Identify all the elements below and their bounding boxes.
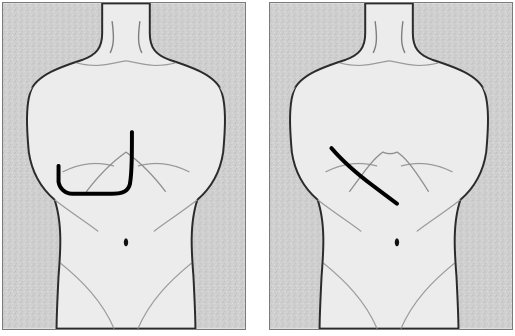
navel-2 [395, 238, 399, 246]
panel-right [269, 2, 513, 330]
torso-diagram-left [3, 3, 245, 329]
torso-diagram-right [270, 3, 512, 329]
navel [124, 238, 128, 246]
panel-left [2, 2, 246, 330]
